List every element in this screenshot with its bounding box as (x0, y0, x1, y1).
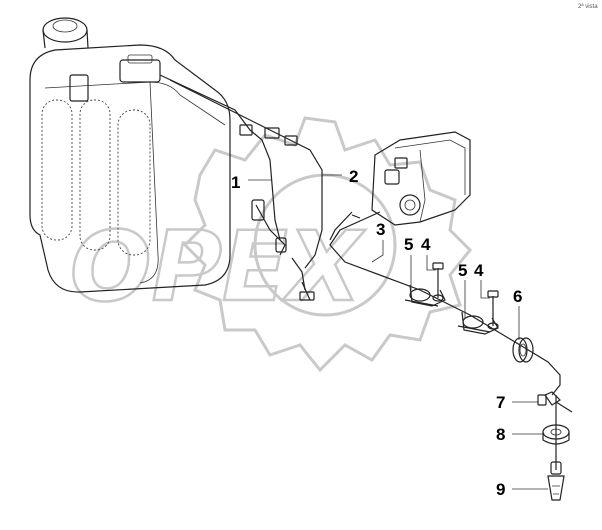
callout-8[interactable]: 8 (496, 425, 505, 444)
callout-4-lower[interactable]: 4 (474, 261, 484, 280)
bolt-4-upper (432, 262, 444, 302)
clamp-5-lower (457, 311, 499, 335)
wire-harness-3 (329, 211, 561, 396)
leader-lines (248, 174, 548, 490)
callout-7[interactable]: 7 (496, 393, 505, 412)
control-unit (371, 131, 471, 226)
clamp-5-upper (404, 284, 446, 307)
callout-4-upper[interactable]: 4 (421, 235, 431, 254)
watermark-text: OPEX (70, 211, 366, 323)
wire-harness-2 (169, 79, 323, 301)
fastener-7 (537, 391, 573, 413)
callout-1[interactable]: 1 (231, 173, 240, 192)
level-sensor-9 (547, 395, 565, 501)
fluid-tank (29, 17, 231, 293)
callout-3[interactable]: 3 (376, 220, 385, 239)
callout-2[interactable]: 2 (349, 167, 358, 186)
grommet-6 (512, 337, 534, 363)
callout-9[interactable]: 9 (496, 480, 505, 499)
bolt-4-lower (487, 290, 499, 330)
callout-5-lower[interactable]: 5 (458, 261, 467, 280)
callout-6[interactable]: 6 (513, 287, 522, 306)
corner-mark: 2ª vista (578, 3, 598, 10)
callout-5-upper[interactable]: 5 (404, 235, 413, 254)
wire-harness-1 (159, 74, 287, 256)
